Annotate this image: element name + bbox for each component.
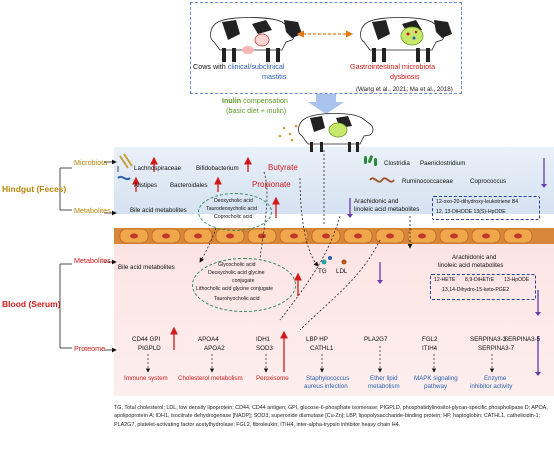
prot-g7-0: SERPINA3-3 <box>470 336 507 343</box>
inulin-word: Inulin <box>222 96 242 105</box>
hg-arach-box <box>432 196 540 220</box>
propionate: Propionate <box>252 180 291 189</box>
ldl: LDL <box>336 268 348 275</box>
bl-bile-item-0: Glycocholic acid <box>218 262 256 268</box>
bl-bile-item-3: Lithocholic acid glycine conjugate <box>196 286 273 292</box>
bl-arach-box-1: 8,9-DiHETrE <box>465 277 495 283</box>
prot-g4-1: CATHL1 <box>310 345 334 352</box>
hg-bile-ellipse <box>198 193 272 231</box>
func-staph-0: Staphylococcus <box>306 375 350 382</box>
func-enzyme-1: inhibitor activity <box>470 383 513 390</box>
cow-right-caption-line1: Gastrointestinal microbiota <box>350 62 436 71</box>
hindgut-section-label: Hindgut (Feces) <box>2 184 67 194</box>
hg-arach-l2: linoleic acid metabolites <box>354 206 420 213</box>
blood-section-label: Blood (Serum) <box>2 299 61 309</box>
inulin-label: Inulin compensation <box>222 96 288 105</box>
gut-epithelium <box>114 228 554 244</box>
func-mapk-0: MAPK signaling <box>414 375 458 382</box>
bl-arach-box <box>430 274 536 300</box>
bl-bile-item-4: Taurohyocholic acid <box>214 296 260 302</box>
bl-bile-item-1: Deoxycholic acid glycine <box>208 270 265 276</box>
prot-g2-1: APOA2 <box>204 345 225 352</box>
prot-g1-1: PIGPLD <box>138 345 161 352</box>
prot-g1-0: CD44 GPI <box>132 336 161 343</box>
prot-g4-0: LBP HP <box>306 336 328 343</box>
prot-g3-1: SOD3 <box>256 345 273 352</box>
hg-arach-box-0: 12-oxo-20-dihydroxy-leukotriene B4 <box>436 199 519 205</box>
cow-left-caption-line2: mastitis <box>262 72 287 81</box>
coprococcus: Coprococcus <box>470 178 507 185</box>
hg-bile-item-0: Deoxycholic acid <box>214 198 253 204</box>
func-mapk-1: pathway <box>424 383 448 390</box>
func-cholesterol: Cholesterol metabolism <box>178 375 243 382</box>
func-enzyme-0: Enzyme <box>484 375 507 382</box>
cow-left-caption: Cows with clinical/subclinical <box>193 62 284 71</box>
clostridia: Clostridia <box>384 160 410 167</box>
cow-left-caption-prefix: Cows with <box>193 62 228 71</box>
proteome-label: Proteome <box>74 344 106 353</box>
paeniclostridium: Paeniclostridium <box>420 160 466 167</box>
hg-arach-box-1: 12, 13-DiHODE 13(S)-HpODE <box>436 209 506 215</box>
metabolites-hg-label: Metabolites <box>74 206 111 215</box>
bacteroidales: Bacteroidales <box>170 182 208 189</box>
cow-left-icon <box>210 17 302 62</box>
tg: TG <box>318 268 327 275</box>
bl-bile-acid: Bile acid metabolites <box>118 264 175 271</box>
alistipes: Alistipes <box>134 182 158 189</box>
bl-arach-l2: linoleic acid metabolites <box>438 262 504 269</box>
prot-g6-1: ITIH4 <box>422 345 438 352</box>
citation: (Wang et al., 2021; Ma et al., 2018) <box>356 86 453 93</box>
hg-bile-item-1: Taurodeoxycholic acid <box>206 206 258 212</box>
prot-g8-0: SERPINA3-5 <box>504 336 541 343</box>
hg-arach-l1: Arachidonic and <box>354 198 399 205</box>
bl-arach-box-2: 13-HpODE <box>504 277 530 283</box>
func-peroxisome: Peroxisome <box>256 375 289 382</box>
hindgut-band <box>114 147 554 214</box>
bl-bile-item-2: conjugate <box>232 278 255 284</box>
bl-arach-l1: Arachidonic and <box>452 254 497 261</box>
prot-g6-0: FGL2 <box>422 336 438 343</box>
inulin-sub: (basic diet + inulin) <box>226 106 287 115</box>
prot-g3-0: IDH1 <box>256 336 271 343</box>
func-ether-1: metabolism <box>368 383 400 390</box>
hg-bile-item-2: Coprocholic acid <box>214 214 253 220</box>
top-scenario-box <box>190 2 462 94</box>
inulin-rest: compensation <box>241 96 288 105</box>
ruminococcaceae: Ruminococcaceae <box>402 178 453 185</box>
prot-g5-0: PLA2G7 <box>364 336 388 343</box>
footnote: TG, Total cholesterol; LDL, low density … <box>114 405 548 428</box>
bl-bile-ellipse <box>192 258 296 312</box>
cow-inulin-icon <box>278 113 374 152</box>
func-ether-0: Ether lipid <box>370 375 398 382</box>
blood-band <box>114 244 554 396</box>
butyrate: Butyrate <box>268 163 298 172</box>
bl-arach-box-0: 12-HETE <box>434 277 456 283</box>
func-immune: Immune system <box>124 375 168 382</box>
func-staph-1: aureus infection <box>304 383 348 390</box>
cow-right-icon <box>360 17 452 62</box>
cow-right-caption-line2: dysbiosis <box>390 72 420 81</box>
metabolites-bl-label: Metabolites <box>74 256 111 265</box>
hg-bile-acid: Bile acid metabolites <box>130 207 187 214</box>
prot-g2-0: APOA4 <box>198 336 219 343</box>
microbiota-label: Microbiota <box>74 158 108 167</box>
cow-left-caption-colored: clinical/subclinical <box>227 62 285 71</box>
lachnospiraceae: Lachnospiraceae <box>134 165 182 172</box>
prot-g7-1: SERPINA3-7 <box>478 345 515 352</box>
bl-arach-box-3: 13,14-Dihydro-15-keto-PGE2 <box>442 287 510 293</box>
bifidobacterium: Bifidobacterium <box>196 165 239 172</box>
